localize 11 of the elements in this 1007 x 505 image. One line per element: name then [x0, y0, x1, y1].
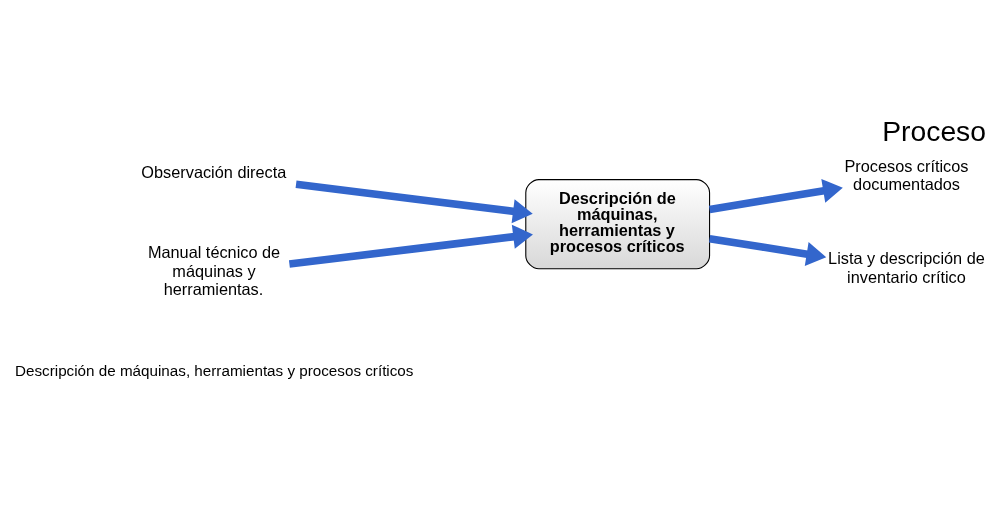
arrow	[295, 179, 533, 223]
node-text: Lista y descripción de inventario crítico	[828, 248, 985, 286]
node-text: Observación directa	[141, 162, 287, 181]
diagram-title: Proceso	[882, 114, 986, 147]
arrow	[288, 224, 533, 268]
arrow	[709, 178, 843, 213]
node-box: Descripción de máquinas, herramientas y procesos críticos	[525, 178, 711, 269]
arrow	[709, 234, 827, 266]
node-text: Procesos críticos documentados	[844, 156, 969, 193]
node-text: Manual técnico de máquinas y herramientas.	[147, 242, 281, 298]
label: Descripción de máquinas, herramientas y procesos críticos	[15, 361, 414, 379]
